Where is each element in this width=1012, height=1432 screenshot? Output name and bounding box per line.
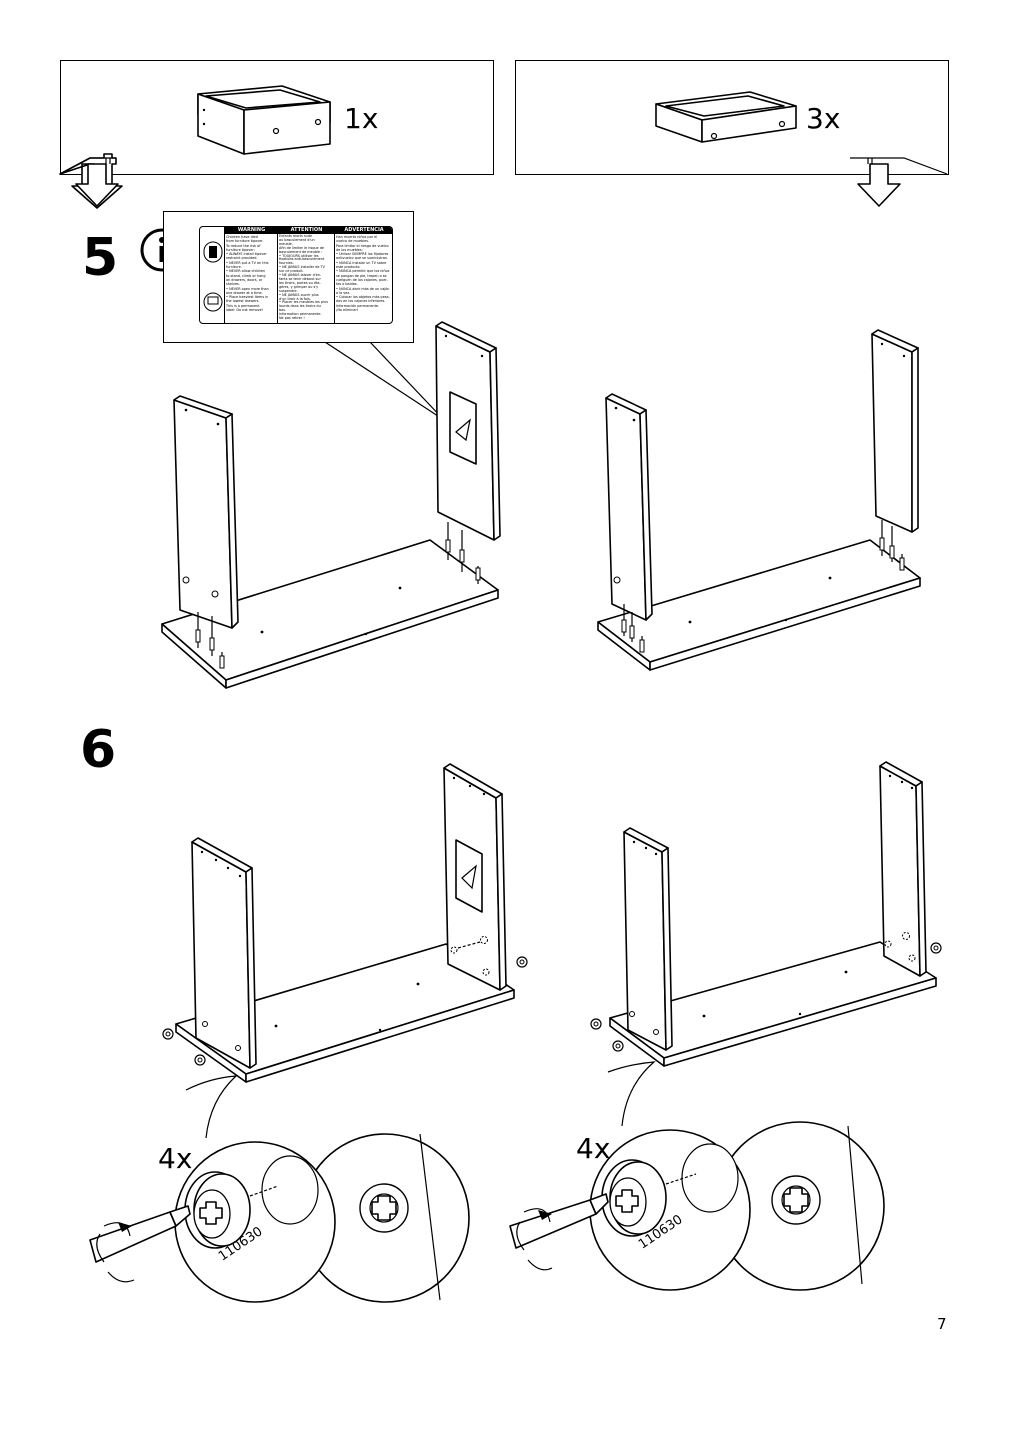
warning-line: the lowest drawers. [226, 299, 260, 304]
flow-arrow-right-icon [850, 157, 948, 207]
warning-line: to stand, climb or hang [226, 273, 266, 278]
warning-line: cuelguen de los cajones, puer- [336, 277, 388, 282]
warning-line: suspendre. [279, 288, 298, 293]
warning-line: furniture. [226, 265, 242, 270]
warning-line: furniture tipover: [226, 247, 255, 252]
cam-lock [930, 942, 942, 954]
warning-line: one drawer at a time. [226, 290, 263, 295]
warning-line: Information permanente. [279, 312, 322, 317]
flow-arrow-left-icon [59, 153, 123, 209]
fitting-quantity-right: 4x [576, 1132, 611, 1165]
warning-line: from furniture tipover. [226, 239, 264, 244]
warning-line: • ALWAYS install tipover [226, 252, 267, 257]
warning-line: • NE JAMAIS installer de TV [279, 265, 325, 270]
shallow-drawer-icon [655, 91, 797, 143]
deep-drawer-icon [197, 85, 331, 155]
warning-line: lourds dans les tiroirs du [279, 304, 321, 309]
step-number-6: 6 [80, 720, 117, 780]
step-number-5: 5 [82, 228, 119, 288]
warning-line: fants se tenir debout sur [279, 276, 321, 281]
warning-line: To reduce the risk of [226, 243, 261, 248]
warning-line: de los muebles: [336, 247, 363, 252]
warning-line: • Utilizar SIEMPRE los fijadores [336, 252, 389, 257]
warning-line: Información permanente. [336, 303, 380, 308]
warning-line: • NEVER put a TV on this [226, 260, 269, 265]
warning-line: ¡No eliminar! [336, 308, 359, 313]
warning-line: au basculement d'un [279, 237, 315, 242]
warning-line: • NEVER open more than [226, 286, 269, 291]
warning-line: Ne pas retirer ! [279, 316, 305, 321]
warning-line: Afin de limiter le risque de [279, 245, 324, 250]
warning-header-en: WARNING [225, 227, 278, 234]
warning-line: fournies. [279, 261, 294, 266]
warning-line: se pongan de pie, trepen o se [336, 273, 387, 278]
cam-lock [590, 1018, 602, 1030]
warning-line: d'un tiroir à la fois. [279, 296, 311, 301]
warning-line: • NE JAMAIS laisser d'en- [279, 273, 322, 278]
warning-line: • NUNCA permitir que los niños [336, 269, 390, 274]
warning-line: dos en los cajones inferiores. [336, 299, 386, 304]
warning-line: tas o baldas. [336, 282, 358, 287]
warning-line: on drawers, doors, or [226, 277, 263, 282]
warning-line: restraint provided. [226, 256, 258, 261]
variant-count-right: 3x [806, 102, 841, 135]
fitting-quantity-left: 4x [158, 1142, 193, 1175]
warning-line: meuble. [279, 241, 293, 246]
warning-line: Children have died [226, 235, 258, 239]
warning-header-es: ADVERTENCIA [335, 227, 392, 234]
cam-lock [516, 956, 528, 968]
warning-line: vuelco de muebles. [336, 239, 370, 244]
warning-label-sticker [449, 391, 477, 465]
warning-line: label: Do not remove! [226, 308, 264, 313]
warning-line: shelves. [226, 282, 240, 287]
warning-line: • NUNCA instalar un TV sobre [336, 260, 387, 265]
warning-line: • Placer les meubles les plus [279, 300, 328, 305]
warning-line: Enfants morts suite [279, 234, 313, 238]
warning-line: • Colocar los objetos más pesa- [336, 295, 390, 300]
warning-line: Para limitar el riesgo de vuelco [336, 243, 389, 248]
warning-header-fr: ATTENTION [278, 227, 335, 234]
warning-line: • NUNCA abrir más de un cajón [336, 286, 390, 291]
warning-line: This is a permanent [226, 303, 260, 308]
variant-count-left: 1x [344, 102, 379, 135]
cam-lock [612, 1040, 624, 1052]
warning-line: Han muerto niños por el [336, 235, 378, 239]
warning-line: antivuelco que se suministran. [336, 256, 389, 261]
warning-label: WARNING Children have died from furnitur… [199, 226, 393, 324]
cam-lock [162, 1028, 174, 1040]
warning-line: este producto. [336, 265, 361, 270]
warning-line: • NEVER allow children [226, 269, 266, 274]
warning-line: a la vez. [336, 290, 351, 295]
warning-line: • TOUJOURS utiliser les [279, 253, 319, 258]
warning-line: gères, y grimper ou s'y [279, 284, 319, 289]
warning-label-sticker [455, 839, 483, 913]
warning-line: bas. [279, 308, 287, 313]
warning-line: sur ce produit. [279, 269, 304, 274]
warning-line: les tiroirs, portes ou éta- [279, 280, 321, 285]
warning-column-es: ADVERTENCIA Han muerto niños por el vuel… [334, 227, 392, 323]
warning-line: fixations anti-basculement [279, 257, 325, 262]
page-number: 7 [937, 1315, 947, 1333]
warning-column-en: WARNING Children have died from furnitur… [224, 227, 278, 323]
tipover-pictogram-icon [203, 241, 223, 312]
warning-line: • Place heaviest items in [226, 295, 269, 300]
cam-lock [194, 1054, 206, 1066]
warning-column-fr: ATTENTION Enfants morts suite au bascule… [277, 227, 335, 323]
warning-line: • NE JAMAIS ouvrir plus [279, 292, 319, 297]
warning-line: basculement de meuble : [279, 249, 323, 254]
